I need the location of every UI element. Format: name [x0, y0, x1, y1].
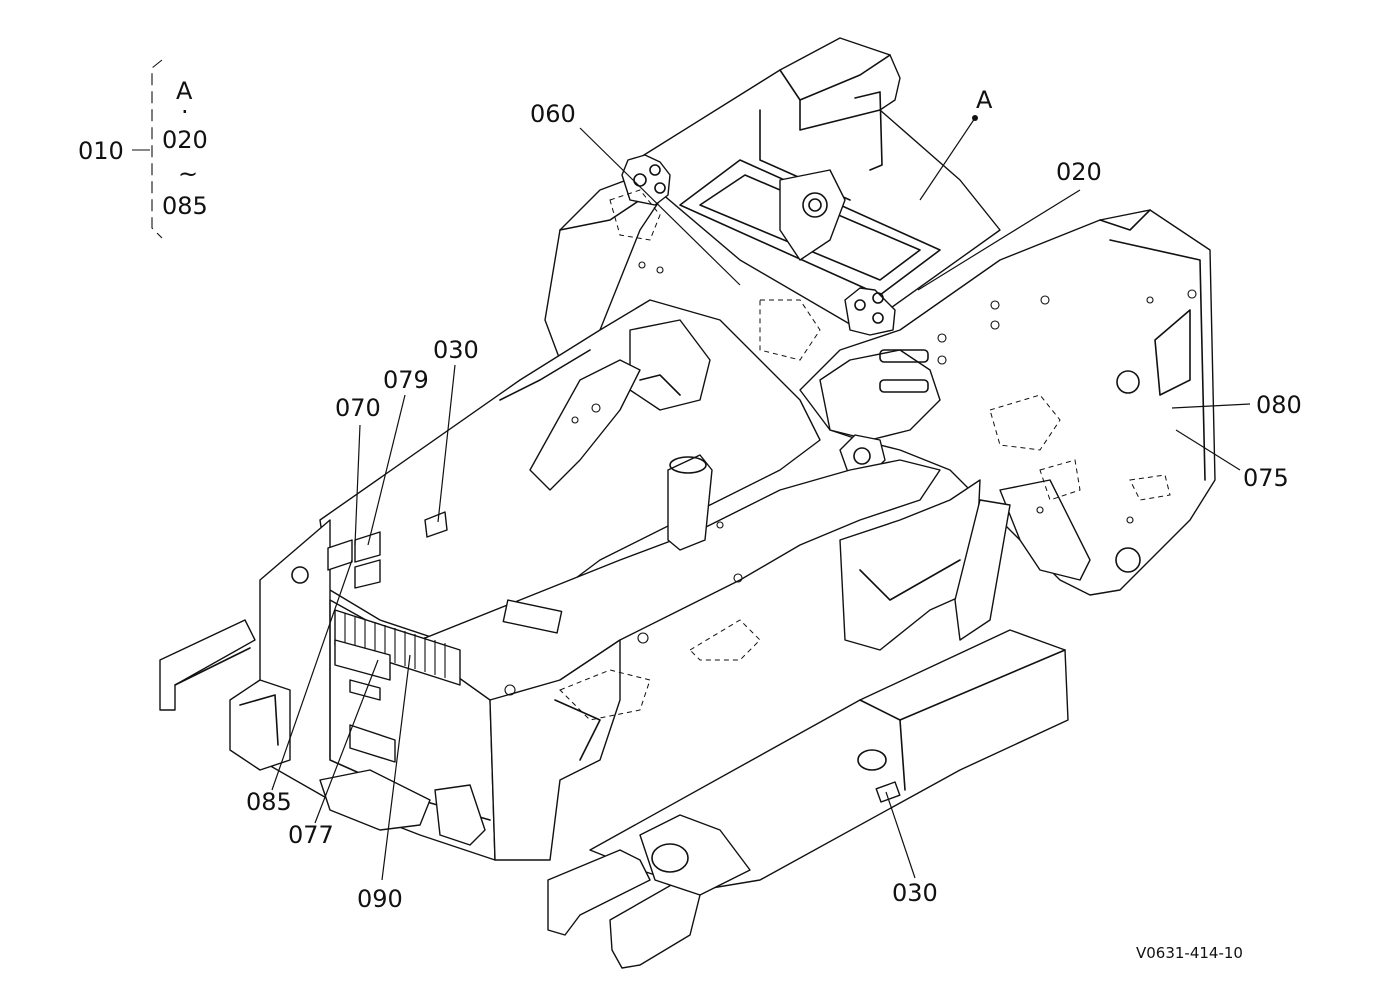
callout-030-left: 030 [433, 336, 479, 364]
callout-077: 077 [288, 821, 334, 849]
callout-070: 070 [335, 394, 381, 422]
parts-group-bracket: 010 A · 020 ~ 085 [78, 59, 208, 239]
label-bracket-a: A [176, 77, 193, 105]
label-bracket-tilde: ~ [178, 160, 198, 188]
callout-030-right: 030 [892, 879, 938, 907]
callout-080: 080 [1256, 391, 1302, 419]
callout-020: 020 [1056, 158, 1102, 186]
callout-085: 085 [246, 788, 292, 816]
figure-code: V0631-414-10 [1136, 944, 1243, 962]
callout-090: 090 [357, 885, 403, 913]
callout-079: 079 [383, 366, 429, 394]
bolt-holes [504, 261, 1197, 696]
callout-labels: 060 A 020 030 079 070 080 075 085 077 09… [246, 86, 1302, 913]
callout-a: A [976, 86, 993, 114]
label-010: 010 [78, 137, 124, 165]
callout-075: 075 [1243, 464, 1289, 492]
callout-060: 060 [530, 100, 576, 128]
leader-lines [271, 115, 1251, 881]
frame-body [159, 37, 1216, 969]
label-bracket-085: 085 [162, 192, 208, 220]
label-bracket-dot: · [181, 98, 189, 126]
label-bracket-020: 020 [162, 126, 208, 154]
